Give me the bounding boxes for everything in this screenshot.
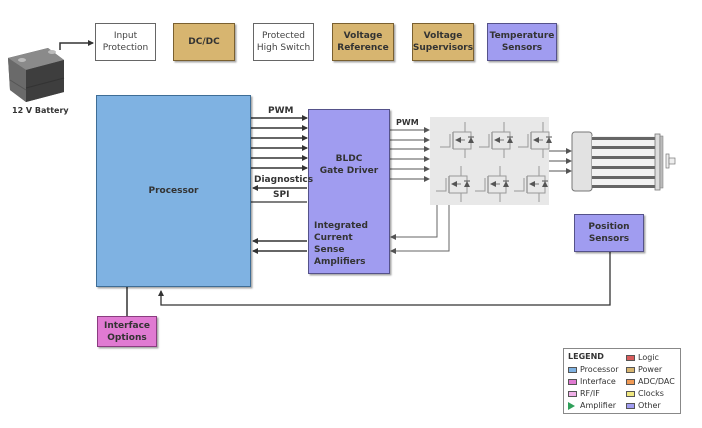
legend-item-label: Other <box>638 401 661 410</box>
pwm-bus-out <box>390 127 430 182</box>
position-sensors-block[interactable]: Position Sensors <box>574 214 644 252</box>
legend-item-logic: Logic <box>626 352 659 363</box>
pwm-in-label: PWM <box>268 106 294 116</box>
legend-item-clocks: Clocks <box>626 388 664 399</box>
color-swatch-icon <box>568 378 577 385</box>
legend-item-label: Logic <box>638 353 659 362</box>
wire-position-to-processor <box>158 252 611 306</box>
legend-item-power: Power <box>626 364 662 375</box>
mosfet-group <box>436 122 552 202</box>
color-swatch-icon <box>626 366 635 373</box>
pwm-bus-in <box>251 115 308 171</box>
voltage-supervisors-block[interactable]: Voltage Supervisors <box>412 23 474 61</box>
color-swatch-icon <box>626 402 635 409</box>
legend-item-label: Amplifier <box>580 401 617 410</box>
interface-options-block[interactable]: Interface Options <box>97 316 157 347</box>
legend-title: LEGEND <box>568 352 604 361</box>
sense-feedback-1 <box>390 205 438 240</box>
gate-driver-block[interactable] <box>308 109 390 274</box>
legend-item-label: ADC/DAC <box>638 377 675 386</box>
color-swatch-icon <box>626 390 635 397</box>
legend-item-label: Interface <box>580 377 616 386</box>
mosfet-bridge <box>430 117 549 205</box>
legend-item-adc-dac: ADC/DAC <box>626 376 675 387</box>
mosfet-icon <box>436 166 470 202</box>
amplifier-triangle-icon <box>568 401 575 410</box>
sense-feedback-2 <box>390 205 450 254</box>
color-swatch-icon <box>568 366 577 373</box>
gate-driver-label: BLDC Gate Driver <box>319 154 379 176</box>
mosfet-icon <box>479 122 513 158</box>
legend-item-label: Power <box>638 365 663 374</box>
mosfet-icon <box>514 166 548 202</box>
diagnostics-label: Diagnostics <box>254 175 314 185</box>
voltage-reference-block[interactable]: Voltage Reference <box>332 23 394 61</box>
motor-icon <box>571 131 676 192</box>
wire-battery-to-input <box>59 40 94 50</box>
legend-item-rf-if: RF/IF <box>568 388 600 399</box>
color-swatch-icon <box>568 390 577 397</box>
pwm-out-label: PWM <box>396 118 419 127</box>
battery-icon <box>8 48 65 102</box>
battery-label: 12 V Battery <box>12 106 69 115</box>
legend-item-label: RF/IF <box>580 389 600 398</box>
legend-item-interface: Interface <box>568 376 616 387</box>
mosfet-icon <box>475 166 509 202</box>
legend-item-label: Clocks <box>638 389 664 398</box>
mosfet-icon <box>518 122 552 158</box>
color-swatch-icon <box>626 354 635 361</box>
legend-item-other: Other <box>626 400 661 411</box>
processor-block[interactable]: Processor <box>96 95 251 287</box>
dcdc-block[interactable]: DC/DC <box>173 23 235 61</box>
current-sense-amp-label: Integrated Current Sense Amplifiers <box>314 221 368 267</box>
legend-item-processor: Processor <box>568 364 619 375</box>
mosfet-icon <box>440 122 474 158</box>
legend-item-label: Processor <box>580 365 619 374</box>
spi-label: SPI <box>273 190 290 200</box>
legend-item-amplifier: Amplifier <box>568 400 616 411</box>
protected-high-switch-block[interactable]: Protected High Switch <box>253 23 314 61</box>
input-protection-block[interactable]: Input Protection <box>95 23 156 61</box>
temperature-sensors-block[interactable]: Temperature Sensors <box>487 23 557 61</box>
color-swatch-icon <box>626 378 635 385</box>
